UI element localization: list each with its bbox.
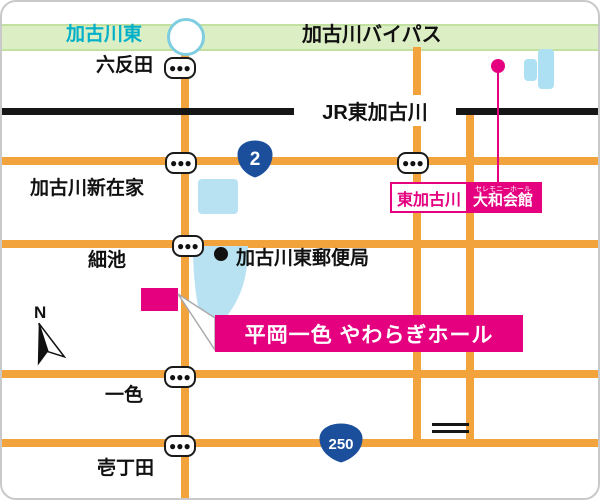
venue-leader-line [497,71,499,183]
road-vertical-main [181,24,189,498]
road-horizontal-4 [2,439,598,447]
road-horizontal-1 [2,157,598,165]
signal-label-rokutanda: 六反田 [96,55,154,76]
venue-building-sub-label: セレモニーホール [475,186,532,193]
jr-station-label: JR東加古川 [294,95,456,126]
parallel-lines-marking-1 [432,423,469,426]
parallel-lines-marking-2 [432,430,469,433]
venue-area-label: 東加古川 [392,184,467,211]
traffic-signal-shinzaike-icon: ●●● [165,152,197,174]
route-250-shield-icon: 250 [319,423,363,463]
post-office-dot-icon [214,247,228,261]
signal-label-isshiki: 一色 [105,385,144,406]
north-arrow-wrap [15,312,78,379]
traffic-signal-icchoda-icon: ●●● [164,435,196,457]
hall-marker [141,288,178,311]
route-2-number: 2 [250,149,261,170]
pond-upper [198,179,238,214]
road-horizontal-3 [2,370,598,378]
traffic-signal-hosoike-icon: ●●● [172,235,204,257]
traffic-signal-isshiki-icon: ●●● [164,366,196,388]
signal-label-hosoike: 細池 [88,250,127,271]
interchange-label: 加古川東 [66,24,143,45]
road-vertical-far-east [466,115,474,447]
traffic-signal-rokutanda-icon: ●●● [164,57,196,79]
post-office-label: 加古川東郵便局 [236,248,370,269]
venue-name-block: セレモニーホール 大和会館 [466,184,540,211]
venue-building-label: 大和会館 [473,193,534,209]
venue-badge: 東加古川 セレモニーホール 大和会館 [390,182,543,213]
venue-marker-dot-icon [491,59,505,73]
north-arrow-icon [37,322,67,366]
road-horizontal-2 [2,240,598,248]
traffic-signal-east-icon: ●●● [397,152,429,174]
venue-building-annex-icon [524,59,537,81]
venue-building-icon [538,49,554,89]
signal-label-shinzaike: 加古川新在家 [30,178,145,199]
compass-north-label: N [34,303,47,322]
bypass-road [2,24,598,51]
hall-banner: 平岡一色 やわらぎホール [215,315,523,352]
route-250-number: 250 [328,436,353,453]
bypass-label: 加古川バイパス [302,24,442,46]
route-2-shield-icon: 2 [237,140,273,178]
pond-lower [193,246,248,329]
interchange-icon [167,18,205,56]
signal-label-icchoda: 壱丁田 [97,458,155,479]
callout-pointer [177,293,216,353]
